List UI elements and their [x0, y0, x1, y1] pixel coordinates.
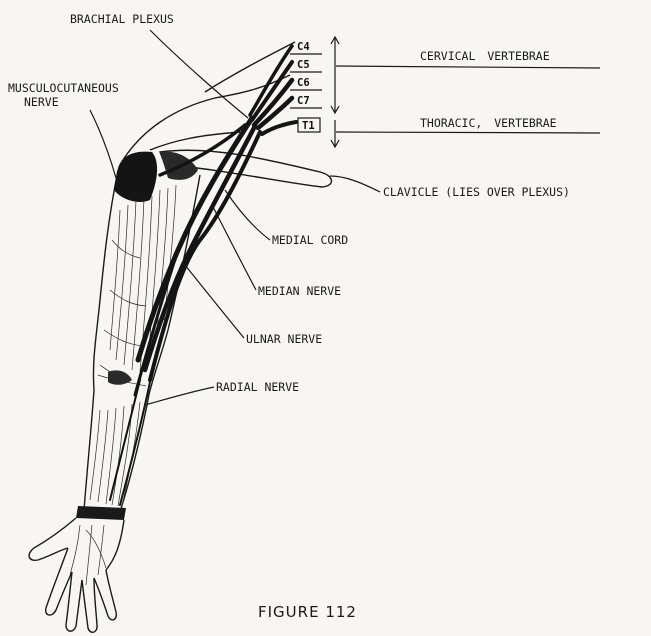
vertebra-c5: C5 — [297, 59, 310, 71]
label-musculocutaneous-1: MUSCULOCUTANEOUS — [8, 81, 119, 95]
label-medial-cord: MEDIAL CORD — [272, 233, 348, 247]
label-cervical-word: CERVICAL — [420, 49, 475, 63]
label-cervical-vertebrae: VERTEBRAE — [487, 49, 549, 63]
vertebra-c6: C6 — [297, 77, 310, 89]
vertebra-c4: C4 — [297, 41, 310, 53]
label-clavicle: CLAVICLE (LIES OVER PLEXUS) — [383, 185, 570, 199]
label-radial-nerve: RADIAL NERVE — [216, 380, 299, 394]
label-cervical: CERVICAL VERTEBRAE — [420, 49, 550, 63]
vertebrae-column: C4 C5 C6 C7 T1 — [290, 37, 339, 147]
figure-caption: FIGURE 112 — [258, 603, 357, 621]
label-ulnar-nerve: ULNAR NERVE — [246, 332, 322, 346]
label-brachial-plexus: BRACHIAL PLEXUS — [70, 12, 174, 26]
label-median-nerve: MEDIAN NERVE — [258, 284, 341, 298]
label-thoracic-vertebrae: VERTEBRAE — [494, 116, 556, 130]
label-musculocutaneous-2: NERVE — [24, 95, 59, 109]
label-thoracic-word: THORACIC, — [420, 116, 482, 130]
vertebra-t1: T1 — [302, 120, 315, 132]
vertebra-c7: C7 — [297, 95, 310, 107]
nerve-bundle — [110, 46, 296, 505]
label-thoracic: THORACIC, VERTEBRAE — [420, 116, 557, 130]
